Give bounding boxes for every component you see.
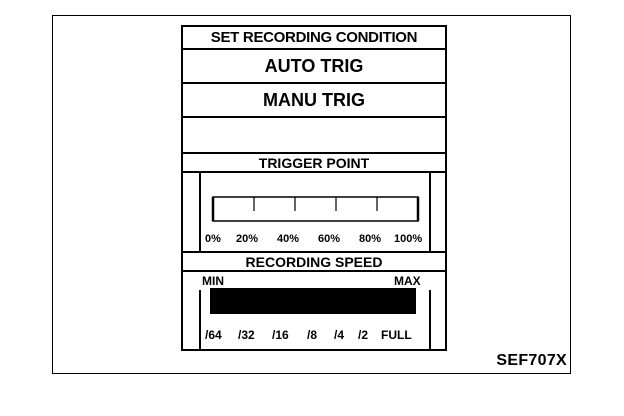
trigger-scale-box [212,196,419,222]
trigger-tick-label: 100% [394,233,423,245]
trigger-tick-label: 40% [277,233,300,245]
recording-speed-area: MIN MAX /64 /32 /16 /8 /4 /2 FULL [183,272,445,349]
recording-speed-label: RECORDING SPEED [183,251,445,272]
manu-trig-button[interactable]: MANU TRIG [183,84,445,118]
speed-tick-label: /16 [272,328,289,342]
recording-condition-panel: SET RECORDING CONDITION AUTO TRIG MANU T… [181,25,447,351]
panel-title: SET RECORDING CONDITION [183,27,445,50]
figure-code: SEF707X [496,352,567,369]
auto-trig-button[interactable]: AUTO TRIG [183,50,445,84]
trigger-tick-label: 20% [236,233,259,245]
speed-tick-label: /64 [205,328,222,342]
speed-right-rule [429,290,431,349]
empty-row [183,118,445,154]
trigger-point-scale[interactable] [183,173,445,233]
speed-tick-label: /2 [358,328,369,342]
trigger-point-label: TRIGGER POINT [183,154,445,173]
speed-min-label: MIN [202,274,224,288]
figure-frame: SET RECORDING CONDITION AUTO TRIG MANU T… [52,15,571,374]
trigger-point-area: 0% 20% 40% 60% 80% 100% [183,173,445,251]
trigger-scale-ticks [211,197,420,221]
speed-slider-fill [211,289,415,313]
trigger-tick-label: 0% [205,233,221,245]
speed-left-rule [199,290,201,349]
speed-max-label: MAX [394,274,421,288]
speed-tick-label: FULL [381,328,412,342]
trigger-tick-label: 80% [359,233,382,245]
speed-tick-label: /32 [238,328,255,342]
speed-tick-label: /4 [334,328,345,342]
trigger-tick-label: 60% [318,233,341,245]
trigger-right-rule [429,173,431,251]
trigger-left-rule [199,173,201,251]
speed-tick-label: /8 [307,328,318,342]
speed-slider-track[interactable] [210,288,416,314]
